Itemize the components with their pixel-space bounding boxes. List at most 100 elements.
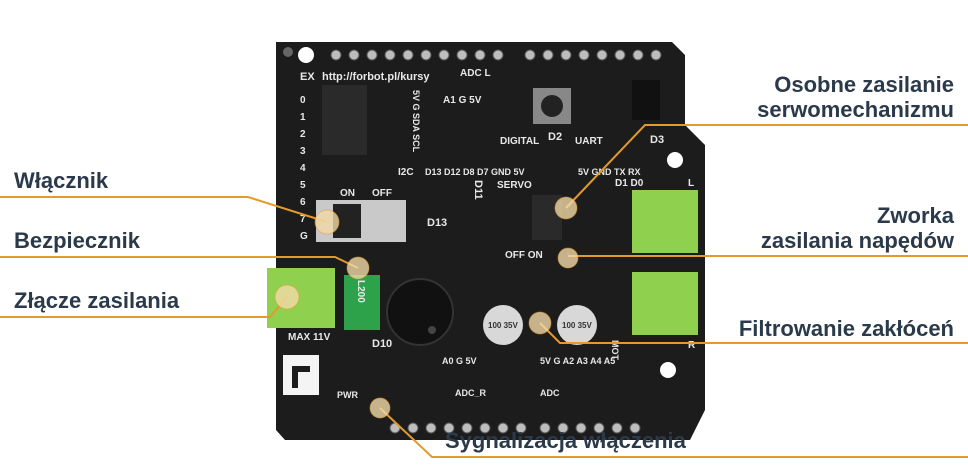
board-l: L: [688, 178, 694, 189]
board-switch-off: OFF: [372, 188, 392, 199]
expander-chip: [322, 85, 367, 155]
header-pin: [596, 49, 608, 61]
header-pin: [479, 422, 491, 434]
capacitor-label: 100 35V: [488, 321, 518, 330]
header-pin: [575, 422, 587, 434]
board-5v: 5V: [469, 95, 482, 106]
header-pin: [366, 49, 378, 61]
board-digital: DIGITAL: [500, 136, 539, 147]
board-r: R: [688, 340, 696, 351]
buzzer: [386, 278, 454, 346]
header-pin: [497, 422, 509, 434]
callout-jumper: Zworka zasilania napędów: [761, 203, 954, 253]
callout-power-indicator: Sygnalizacja włączenia: [445, 428, 686, 453]
header-pin: [443, 422, 455, 434]
header-pin: [557, 422, 569, 434]
board-g: G: [459, 95, 467, 106]
board-adc-pins: 5V G A2 A3 A4 A5: [540, 356, 615, 366]
ex-pin-label: 7: [300, 214, 306, 225]
board-i2c-pins: 5V G SDA SCL: [411, 90, 421, 153]
board-fuse-code: L200: [355, 280, 366, 303]
header-pin: [384, 49, 396, 61]
header-pin: [560, 49, 572, 61]
ex-pin-label: 5: [300, 180, 306, 191]
marker-power-connector: [274, 284, 300, 310]
ex-pin-labels: 0 1 2 3 4 5 6 7G: [300, 95, 308, 242]
marker-filtering: [528, 311, 552, 335]
board-adc-r-pins: A0 G 5V: [442, 356, 477, 366]
ex-pin-label: G: [300, 231, 308, 242]
header-pin: [578, 49, 590, 61]
header-pin: [593, 422, 605, 434]
board-max-voltage: MAX 11V: [288, 332, 331, 343]
callout-line-switch: [0, 196, 328, 223]
callout-servo-power: Osobne zasilanie serwomechanizmu: [757, 72, 954, 122]
callout-markers: [274, 196, 579, 419]
callout-jumper-line1: Zworka: [876, 203, 954, 228]
reset-button-cap: [541, 95, 563, 117]
board-servo: SERVO: [497, 180, 532, 191]
marker-switch: [314, 209, 340, 235]
pcb-board: [276, 42, 705, 440]
board-adc: ADC: [540, 388, 560, 398]
header-pin: [492, 49, 504, 61]
fuse: [344, 275, 380, 330]
header-pins: [283, 47, 293, 57]
callout-line-servo-power: [565, 124, 968, 209]
board-jumper-on-off: OFF ON: [505, 250, 543, 261]
header-pin: [402, 49, 414, 61]
ex-pin-label: 1: [300, 112, 306, 123]
callout-power-connector: Złącze zasilania: [14, 288, 180, 313]
header-pin: [425, 422, 437, 434]
mounting-hole: [667, 152, 683, 168]
board-i2c: I2C: [398, 167, 414, 178]
board-adc-l: ADC L: [460, 68, 491, 79]
top-header-pins: [330, 49, 662, 61]
ex-pin-label: 0: [300, 95, 306, 106]
board-uart-pins: 5V GND TX RX: [578, 167, 641, 177]
callout-line-power-indicator: [379, 407, 968, 458]
capacitor: [483, 305, 523, 345]
mounting-hole: [660, 362, 676, 378]
callout-jumper-line2: zasilania napędów: [760, 228, 954, 253]
board-d2: D2: [548, 131, 562, 143]
motor-terminal-r: [632, 272, 698, 335]
header-pin: [456, 49, 468, 61]
board-ex: EX: [300, 71, 315, 83]
ex-pin-label: 3: [300, 146, 306, 157]
board-d3: D3: [650, 134, 664, 146]
capacitor-label: 100 35V: [562, 321, 592, 330]
ir-receiver: [632, 80, 660, 120]
board-adc-l-pins: A1 G 5V: [443, 95, 482, 106]
board-mot: MOT: [610, 340, 620, 360]
header-pin: [438, 49, 450, 61]
board-d10: D10: [372, 338, 392, 350]
marker-jumper: [557, 247, 579, 269]
callout-fuse: Bezpiecznik: [14, 228, 140, 253]
forbot-logo-glyph: [292, 366, 310, 388]
header-pin: [611, 422, 623, 434]
ex-pin-label: 6: [300, 197, 306, 208]
motor-terminal-l: [632, 190, 698, 253]
capacitor: [557, 305, 597, 345]
callout-filtering: Filtrowanie zakłóceń: [738, 316, 954, 341]
bottom-header-pins: [389, 422, 641, 434]
callout-servo-power-line2: serwomechanizmu: [757, 97, 954, 122]
marker-servo-power: [554, 196, 578, 220]
marker-power-indicator: [369, 397, 391, 419]
marker-fuse: [346, 256, 370, 280]
board-uart: UART: [575, 136, 603, 147]
header-pin: [524, 49, 536, 61]
board-a1: A1: [443, 95, 456, 106]
forbot-logo: [283, 355, 319, 395]
header-pin: [420, 49, 432, 61]
header-pin: [632, 49, 644, 61]
ex-pin-label: 2: [300, 129, 306, 140]
ex-pin-label: 4: [300, 163, 306, 174]
header-pin: [629, 422, 641, 434]
header-pin: [330, 49, 342, 61]
header-pin: [614, 49, 626, 61]
header-pin: [515, 422, 527, 434]
board-adc-r: ADC_R: [455, 388, 487, 398]
